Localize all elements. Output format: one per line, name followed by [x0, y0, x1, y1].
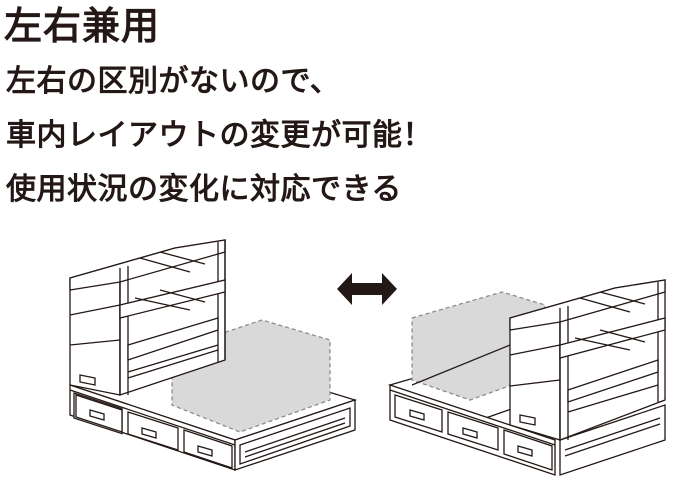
page-title: 左右兼用	[4, 4, 161, 48]
right-configuration-illustration	[387, 279, 666, 476]
description-line-2: 車内レイアウトの変更が可能！	[6, 118, 433, 153]
left-configuration-illustration	[69, 239, 358, 471]
description-line-3: 使用状況の変化に対応できる	[6, 172, 402, 207]
double-arrow-icon	[337, 273, 397, 305]
description-line-1: 左右の区別がないので、	[6, 64, 341, 99]
